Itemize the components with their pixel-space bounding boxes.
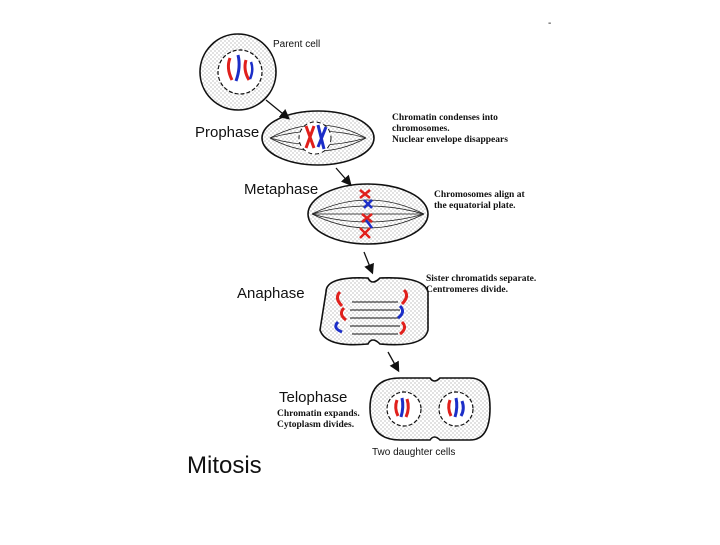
phase-name-telophase: Telophase <box>279 389 348 406</box>
parent-cell <box>199 33 277 111</box>
note-line: Sister chromatids separate. <box>426 274 537 284</box>
diagram-title: Mitosis <box>187 452 262 479</box>
arrow-icon <box>363 251 374 275</box>
phase-name-metaphase: Metaphase <box>244 181 319 198</box>
anaphase-note: Sister chromatids separate. Centromeres … <box>426 274 536 296</box>
note-line: Nuclear envelope disappears <box>392 135 508 145</box>
metaphase-cell <box>307 183 429 245</box>
arrow-icon <box>265 99 291 120</box>
parent-cell-label: Parent cell <box>273 39 321 50</box>
stray-mark: - <box>548 18 552 29</box>
telophase-note: Chromatin expands. Cytoplasm divides. <box>277 409 360 431</box>
anaphase-cell <box>319 276 429 346</box>
phase-name-anaphase: Anaphase <box>237 285 305 302</box>
note-line: chromosomes. <box>392 124 450 134</box>
daughter-cells-label: Two daughter cells <box>372 447 456 458</box>
telophase-cells <box>369 377 491 441</box>
note-line: the equatorial plate. <box>434 201 516 211</box>
phase-name-prophase: Prophase <box>195 124 260 141</box>
note-line: Chromatin expands. <box>277 409 360 419</box>
prophase-note: Chromatin condenses into chromosomes. Nu… <box>392 113 508 146</box>
arrow-icon <box>387 351 400 373</box>
metaphase-note: Chromosomes align at the equatorial plat… <box>434 190 525 212</box>
note-line: Chromosomes align at <box>434 190 525 200</box>
prophase-cell <box>261 110 375 166</box>
arrow-icon <box>335 167 352 186</box>
note-line: Centromeres divide. <box>426 285 508 295</box>
note-line: Cytoplasm divides. <box>277 420 355 430</box>
note-line: Chromatin condenses into <box>392 113 498 123</box>
